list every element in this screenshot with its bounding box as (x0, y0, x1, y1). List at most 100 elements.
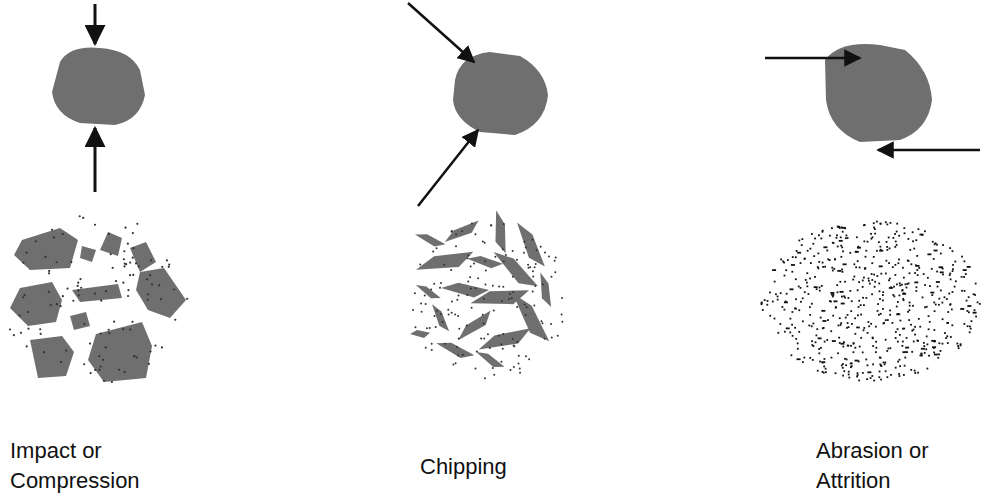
fine-dot (872, 345, 874, 347)
fine-dot (914, 282, 918, 284)
fine-dot (764, 299, 766, 301)
fine-dot (973, 312, 977, 314)
fine-dot (920, 234, 924, 236)
fine-dot (43, 351, 45, 353)
fine-dot (498, 335, 500, 337)
fine-dot (835, 372, 837, 374)
fine-dot (79, 278, 81, 280)
fine-dot (456, 346, 458, 348)
fine-dot (516, 306, 518, 308)
fine-dot (937, 286, 939, 288)
fine-dot (129, 274, 131, 276)
fine-dot (136, 223, 138, 225)
fine-dot (814, 238, 816, 240)
fine-dot (949, 247, 951, 249)
fine-dot (898, 259, 900, 261)
fine-dot (955, 280, 957, 282)
fine-dot (942, 343, 944, 345)
fine-dot (920, 353, 922, 355)
fine-dot (914, 334, 916, 336)
fine-dot (769, 315, 771, 317)
fine-dot (124, 262, 126, 264)
fine-dot (882, 294, 884, 296)
fine-dot (813, 255, 815, 257)
fine-dot (929, 285, 931, 287)
fine-dot (864, 224, 866, 226)
fine-dot (56, 261, 58, 263)
fine-dot (870, 323, 872, 325)
shard (506, 289, 554, 348)
fine-dot (9, 328, 11, 330)
shard (434, 338, 475, 362)
fine-dot (436, 310, 438, 312)
fine-dot (777, 299, 779, 301)
fine-dot (903, 328, 905, 330)
fine-dot (974, 294, 976, 296)
fine-dot (926, 336, 928, 338)
fine-dot (901, 345, 903, 347)
fine-dot (975, 283, 977, 285)
fine-dot (966, 310, 968, 312)
fine-dot (847, 345, 849, 347)
fine-dot (774, 281, 776, 283)
fine-dot (896, 244, 898, 246)
fine-dot (808, 293, 810, 295)
fine-dot (819, 290, 821, 292)
fine-dot (860, 337, 862, 339)
fine-dot (168, 266, 170, 268)
fine-dot (897, 313, 899, 315)
fine-dot (820, 317, 822, 319)
fine-dot (53, 236, 55, 238)
fine-dot (484, 260, 486, 262)
fine-dot (921, 234, 923, 236)
fine-dot (122, 282, 124, 284)
fine-dot (850, 345, 852, 347)
fine-dot (853, 263, 855, 265)
fine-dot (77, 289, 79, 291)
fine-dot (907, 311, 909, 313)
fine-dot (431, 343, 433, 345)
fine-dot (821, 310, 825, 312)
fine-dot (975, 316, 977, 318)
fine-dot (816, 288, 818, 290)
fine-dot (822, 266, 824, 268)
fine-dot (916, 340, 918, 342)
fragment (70, 312, 90, 330)
fine-dot (897, 341, 899, 343)
fragment (14, 228, 78, 270)
shard (535, 271, 554, 308)
fine-dot (516, 341, 518, 343)
fine-dot (444, 343, 446, 345)
fine-dot (883, 362, 885, 364)
fine-dot (880, 246, 882, 248)
fine-dot (842, 363, 844, 365)
fine-dot (108, 329, 110, 331)
shard (489, 246, 542, 294)
fine-dot (103, 380, 105, 382)
fine-dot (808, 325, 810, 327)
fine-dot (879, 290, 881, 292)
fine-dot (791, 354, 793, 356)
fine-dot (890, 222, 892, 224)
fine-dot (905, 283, 907, 285)
fine-dot (133, 355, 135, 357)
fines-dots (9, 215, 188, 383)
fine-dot (818, 348, 820, 350)
fine-dot (466, 325, 468, 327)
fine-dot (781, 306, 783, 308)
fine-dot (502, 333, 504, 335)
fine-dot (852, 351, 854, 353)
fine-dot (844, 297, 846, 299)
fine-dot (900, 320, 902, 322)
fine-dot (186, 298, 188, 300)
fine-dot (818, 352, 820, 354)
fine-dot (831, 357, 833, 359)
force-arrow (408, 3, 474, 62)
fine-dot (843, 341, 845, 343)
fine-dot (816, 328, 818, 330)
fine-dot (458, 294, 460, 296)
fine-dot (431, 349, 433, 351)
fine-dot (961, 276, 963, 278)
fine-dot (784, 331, 786, 333)
fine-dot (848, 326, 850, 328)
